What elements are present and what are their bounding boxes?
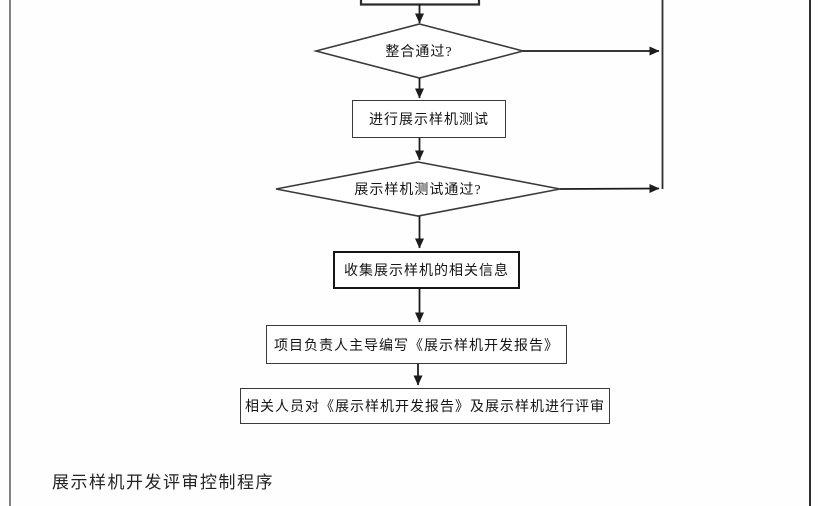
arrow-decision-test-to-feedback	[559, 184, 660, 194]
top-process-box-partial	[359, 0, 481, 6]
decision-integration-label: 整合通过?	[385, 45, 453, 60]
process-box-review: 相关人员对《展示样机开发报告》及展示样机进行评审	[240, 388, 610, 424]
page-right-border	[809, 0, 811, 506]
process-box-write-report-label: 项目负责人主导编写《展示样机开发报告》	[274, 338, 559, 354]
process-box-review-label: 相关人员对《展示样机开发报告》及展示样机进行评审	[245, 400, 605, 415]
diagram-caption: 展示样机开发评审控制程序	[52, 473, 274, 492]
process-box-collect-info: 收集展示样机的相关信息	[333, 251, 520, 289]
decision-test-label: 展示样机测试通过?	[354, 183, 482, 198]
process-box-test: 进行展示样机测试	[352, 100, 506, 138]
page-left-border	[9, 0, 11, 506]
process-box-write-report: 项目负责人主导编写《展示样机开发报告》	[266, 325, 567, 364]
process-box-collect-info-label: 收集展示样机的相关信息	[344, 264, 509, 279]
decision-diamond-test	[275, 161, 561, 217]
process-box-test-label: 进行展示样机测试	[369, 113, 489, 128]
